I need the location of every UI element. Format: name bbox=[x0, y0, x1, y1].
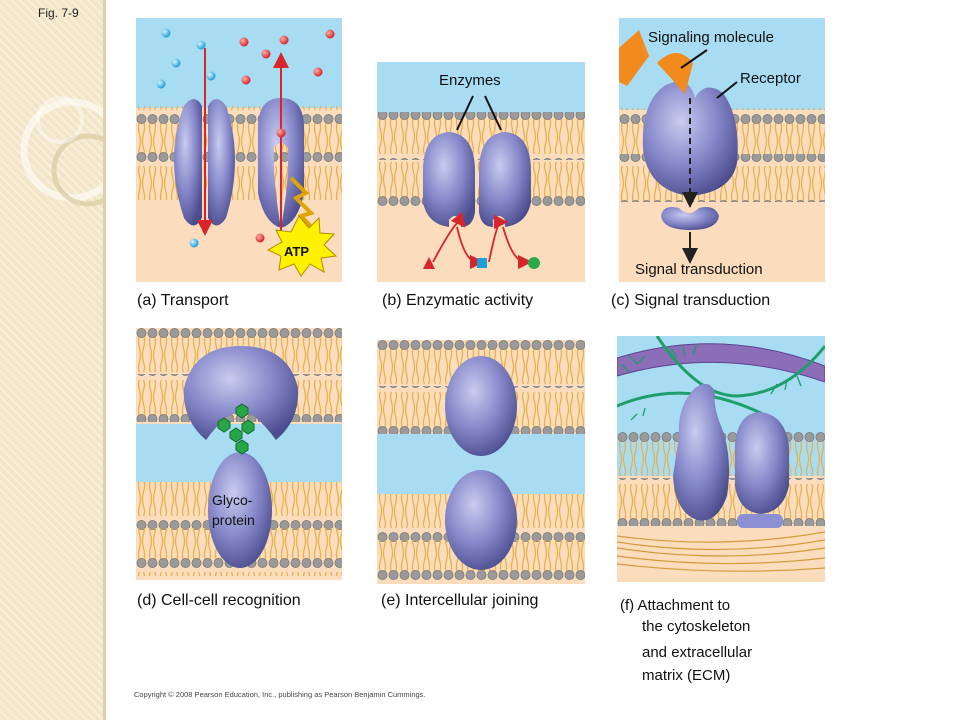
glycoprotein-label-line1: Glyco- bbox=[212, 492, 253, 508]
enzyme-pair bbox=[423, 132, 531, 227]
carbohydrate-chain bbox=[217, 403, 255, 455]
energy-bolt-icon bbox=[289, 176, 316, 232]
substrate-triangle-icon bbox=[423, 257, 435, 269]
caption-attachment-line1: (f) Attachment to bbox=[620, 597, 731, 614]
integrin-protein bbox=[673, 383, 789, 528]
signaling-molecule-shape bbox=[619, 30, 649, 86]
glycoprotein-label-line2: protein bbox=[212, 512, 255, 528]
caption-signal-transduction: (c) Signal transduction bbox=[611, 292, 771, 309]
atp-burst-icon bbox=[266, 215, 338, 277]
panel-cell-cell-recognition: Glyco- protein bbox=[136, 328, 342, 580]
intermediate-square-icon bbox=[477, 258, 487, 268]
atp-label: ATP bbox=[284, 244, 310, 259]
panel-attachment-cytoskeleton-ecm bbox=[617, 336, 825, 582]
caption-enzymatic-activity: (b) Enzymatic activity bbox=[382, 292, 534, 309]
figure-label: Fig. 7-9 bbox=[38, 6, 79, 20]
panel-signal-transduction: Signaling molecule Receptor Signal trans… bbox=[619, 18, 825, 282]
panel-transport: ATP bbox=[136, 18, 342, 282]
panel-enzymatic-activity: Enzymes bbox=[377, 62, 585, 282]
copyright-notice: Copyright © 2008 Pearson Education, Inc.… bbox=[134, 690, 426, 699]
product-circle-icon bbox=[528, 257, 540, 269]
joining-protein-top bbox=[445, 356, 517, 456]
solute-particles bbox=[156, 28, 335, 248]
caption-attachment-line3: and extracellular bbox=[642, 644, 753, 661]
caption-cell-cell-recognition: (d) Cell-cell recognition bbox=[137, 592, 301, 609]
glycoprotein-shape bbox=[208, 452, 272, 568]
decorative-circles bbox=[20, 96, 106, 207]
decorative-sidebar bbox=[0, 0, 106, 720]
recognition-protein bbox=[183, 346, 299, 440]
carrier-protein bbox=[258, 98, 304, 228]
caption-intercellular-joining: (e) Intercellular joining bbox=[381, 592, 539, 609]
receptor-label: Receptor bbox=[740, 70, 801, 87]
signaling-molecule-label: Signaling molecule bbox=[648, 29, 774, 46]
signal-transduction-label: Signal transduction bbox=[635, 261, 763, 278]
caption-attachment-line4: matrix (ECM) bbox=[642, 667, 731, 684]
caption-transport: (a) Transport bbox=[137, 292, 229, 309]
caption-attachment-line2: the cytoskeleton bbox=[642, 618, 751, 635]
channel-protein bbox=[174, 99, 235, 226]
enzymes-label: Enzymes bbox=[439, 72, 501, 89]
cytoskeleton-microfilaments bbox=[617, 531, 825, 572]
panel-intercellular-joining bbox=[377, 340, 585, 584]
joining-protein-bottom bbox=[445, 470, 517, 570]
